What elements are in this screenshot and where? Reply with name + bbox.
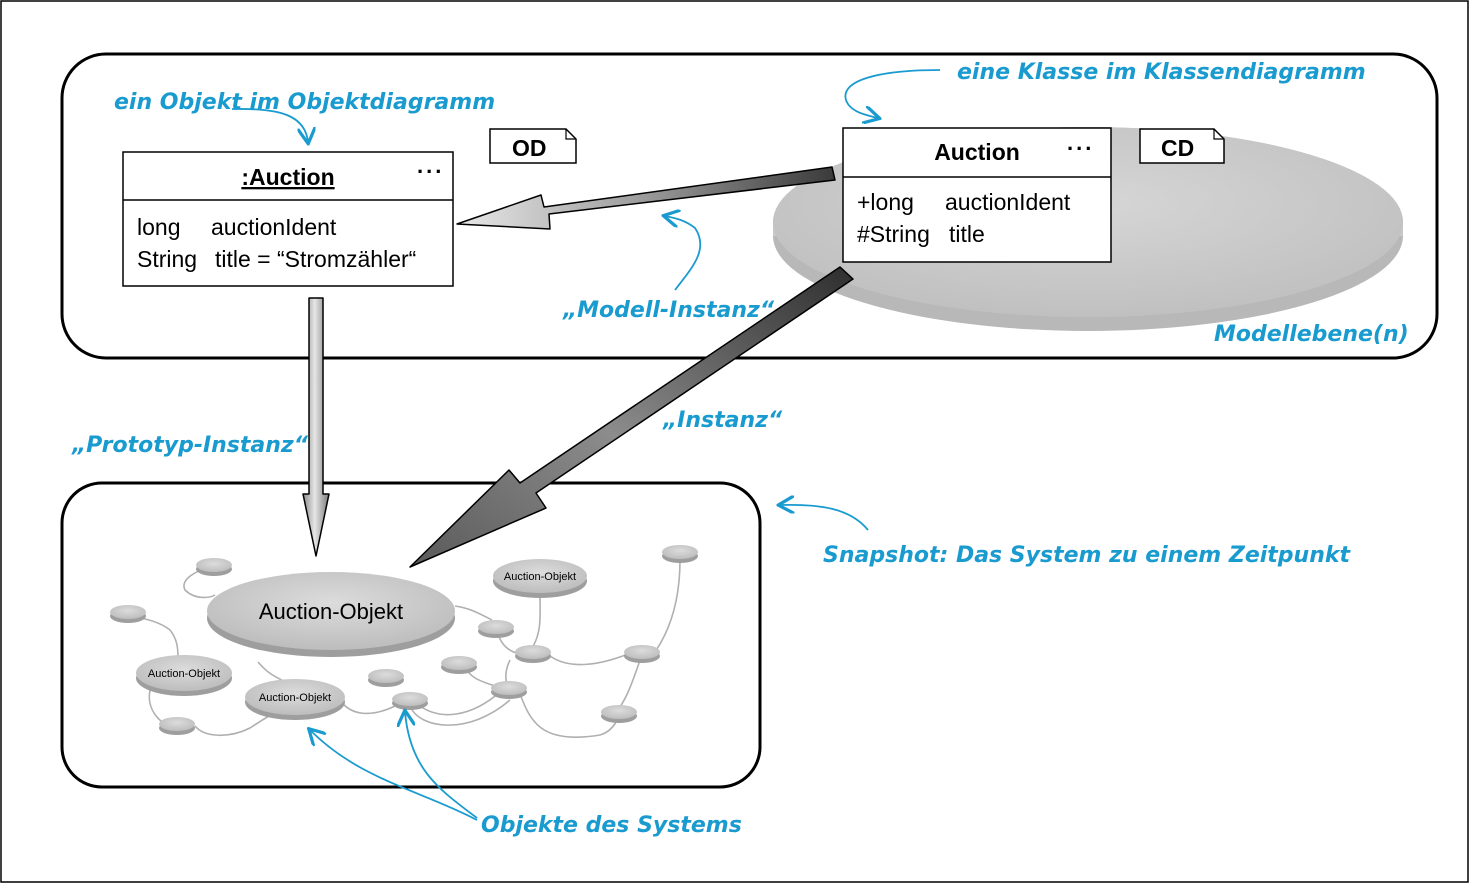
node-small — [662, 545, 698, 563]
node-label-b: Auction-Objekt — [148, 668, 220, 680]
node-small — [601, 705, 637, 723]
instance-arrow — [409, 266, 854, 568]
od-object-box: :Auction ... long auctionIdent String ti… — [122, 151, 454, 287]
snapshot-nodes: Auction-Objekt Auction-Objekt Auction-Ob… — [110, 545, 698, 735]
node-small — [110, 605, 146, 623]
annotation-system-objects: Objekte des Systems — [481, 813, 742, 838]
od-attr2-name: title = “Stromzähler“ — [215, 246, 416, 272]
annotation-pointers — [231, 69, 941, 821]
od-attr1-type: long — [137, 214, 180, 240]
od-object-name: :Auction — [241, 164, 334, 190]
annotation-instance: „Instanz“ — [662, 408, 783, 433]
node-label-c: Auction-Objekt — [259, 692, 331, 704]
pointer-to-model-arrow — [665, 216, 702, 291]
annotation-prototype-instance: „Prototyp-Instanz“ — [71, 433, 309, 458]
od-attr1-name: auctionIdent — [211, 214, 337, 240]
annotation-object-in-od: ein Objekt im Objektdiagramm — [114, 90, 495, 115]
cd-class-name: Auction — [934, 139, 1020, 165]
model-level-frame — [60, 52, 1439, 360]
pointer-to-object-c — [310, 730, 478, 821]
od-tag-label: OD — [512, 135, 547, 161]
cd-attr1-type: +long — [857, 189, 914, 215]
node-small — [392, 692, 428, 710]
cd-attr1-name: auctionIdent — [945, 189, 1071, 215]
node-small — [196, 558, 232, 576]
od-ellipsis: ... — [417, 153, 444, 178]
annotation-class-in-cd: eine Klasse im Klassendiagramm — [957, 60, 1366, 85]
cd-class-box: Auction ... +long auctionIdent #String t… — [842, 127, 1112, 263]
cd-note-tag: CD — [1139, 128, 1225, 164]
od-attr2-type: String — [137, 246, 197, 272]
annotation-model-instance: „Modell-Instanz“ — [562, 298, 775, 323]
node-auction-object-c: Auction-Objekt — [245, 679, 345, 720]
node-small — [159, 717, 195, 735]
node-small — [478, 620, 514, 638]
node-small — [441, 656, 477, 674]
node-small — [368, 669, 404, 687]
node-small — [515, 645, 551, 663]
node-label-main: Auction-Objekt — [259, 599, 403, 624]
cd-attr2-type: #String — [857, 221, 930, 247]
annotation-snapshot: Snapshot: Das System zu einem Zeitpunkt — [823, 543, 1351, 568]
node-auction-object-a: Auction-Objekt — [493, 559, 587, 598]
node-small — [491, 681, 527, 699]
node-small — [624, 645, 660, 663]
annotation-model-level: Modellebene(n) — [1214, 322, 1409, 347]
pointer-to-class — [844, 69, 941, 118]
snapshot-frame — [60, 481, 762, 789]
cd-attr2-name: title — [949, 221, 985, 247]
cd-tag-label: CD — [1161, 135, 1194, 161]
pointer-to-small-node — [405, 712, 478, 819]
node-label-a: Auction-Objekt — [504, 571, 576, 583]
model-instance-arrow — [456, 166, 836, 230]
node-auction-object-b: Auction-Objekt — [136, 655, 232, 696]
od-note-tag: OD — [489, 128, 577, 164]
cd-ellipsis: ... — [1067, 130, 1094, 155]
prototype-instance-arrow — [302, 297, 330, 557]
node-main-auction-object: Auction-Objekt — [207, 572, 455, 657]
pointer-to-object — [231, 108, 308, 142]
pointer-to-snapshot — [780, 505, 869, 531]
